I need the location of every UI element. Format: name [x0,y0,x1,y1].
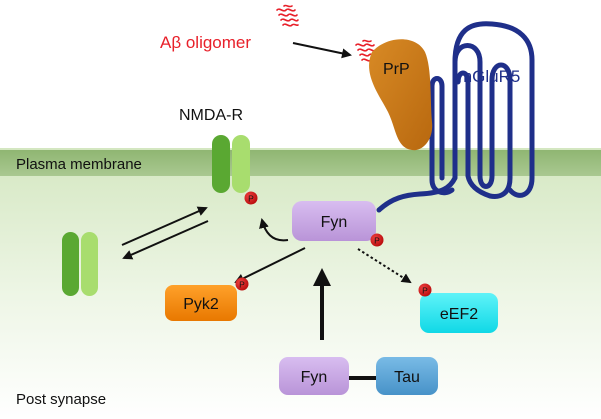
eef2-label: eEF2 [440,306,478,323]
fyn-active-label: Fyn [321,214,348,231]
phospho-eef2-icon: P [418,283,432,297]
fyn-active-node [292,201,376,241]
nmda-r-label: NMDA-R [179,107,243,124]
nmda-internalization-arrow [122,220,209,260]
ab-to-prp-arrow [292,42,352,59]
post-synapse-label: Post synapse [16,391,106,408]
svg-text:P: P [248,194,254,204]
fyn-to-nmda-arrow [259,218,289,242]
mglur5-extracellular [452,21,535,198]
fyn-bound-node [279,357,349,395]
fyn-to-eef2-arrow [357,248,412,284]
tau-node [376,357,438,395]
nmda-receptor-internalized [62,232,98,296]
prp-label: PrP [383,61,410,78]
fyn-bound-label: Fyn [301,369,328,386]
pyk2-label: Pyk2 [183,296,219,313]
nmda-insertion-arrow [121,206,208,246]
eef2-node [420,293,498,333]
phospho-nmda-icon: P [244,191,258,205]
phospho-pyk2-icon: P [235,277,249,291]
plasma-membrane-band [0,150,601,176]
mglur5-loops [429,76,455,196]
fyn-to-pyk2-arrow [234,247,306,283]
phospho-fyn-icon: P [370,233,384,247]
ab-oligomer-bound-icon [355,39,377,62]
svg-text:P: P [239,280,245,290]
ab-oligomer-label: Aβ oligomer [160,33,251,52]
mglur5-label: mGluR5 [458,67,520,86]
nmda-receptor-membrane [212,135,250,193]
pyk2-node [165,285,237,321]
ab-oligomer-free-icon [276,4,299,27]
plasma-membrane-label: Plasma membrane [16,156,142,173]
prp-protein [369,39,433,151]
svg-text:P: P [374,236,380,246]
svg-text:P: P [422,286,428,296]
tau-label: Tau [394,369,420,386]
